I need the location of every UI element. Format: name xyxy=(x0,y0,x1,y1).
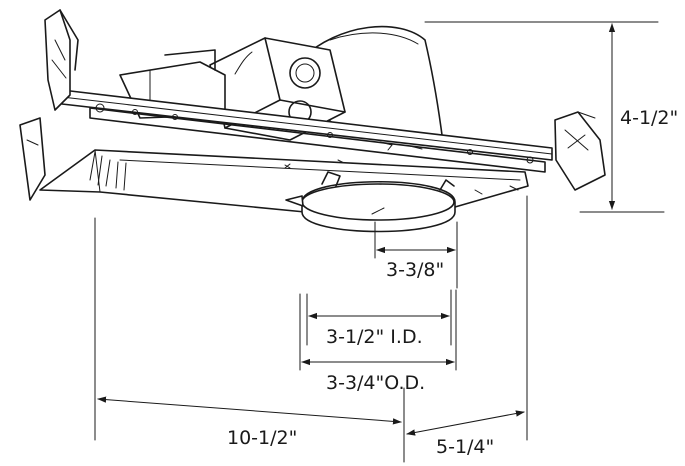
width-label: 5-1/4" xyxy=(436,436,494,458)
width-dimension-line xyxy=(406,410,525,436)
left-mounting-bracket xyxy=(19,9,127,201)
length-dimension-line xyxy=(97,396,402,425)
fixture-illustration xyxy=(19,9,606,233)
bar-hanger xyxy=(61,89,553,173)
aperture-ring xyxy=(285,171,456,233)
cutout-label: 3-3/8" xyxy=(386,259,444,281)
dimension-lines xyxy=(94,21,665,463)
inner-diameter-label: 3-1/2" I.D. xyxy=(326,326,423,348)
length-label: 10-1/2" xyxy=(227,427,297,449)
outer-diameter-label: 3-3/4"O.D. xyxy=(326,372,425,394)
right-mounting-bracket xyxy=(554,111,606,191)
height-label: 4-1/2" xyxy=(620,107,678,129)
dimension-labels: 4-1/2" 3-3/8" 3-1/2" I.D. 3-3/4"O.D. 10-… xyxy=(227,107,678,458)
